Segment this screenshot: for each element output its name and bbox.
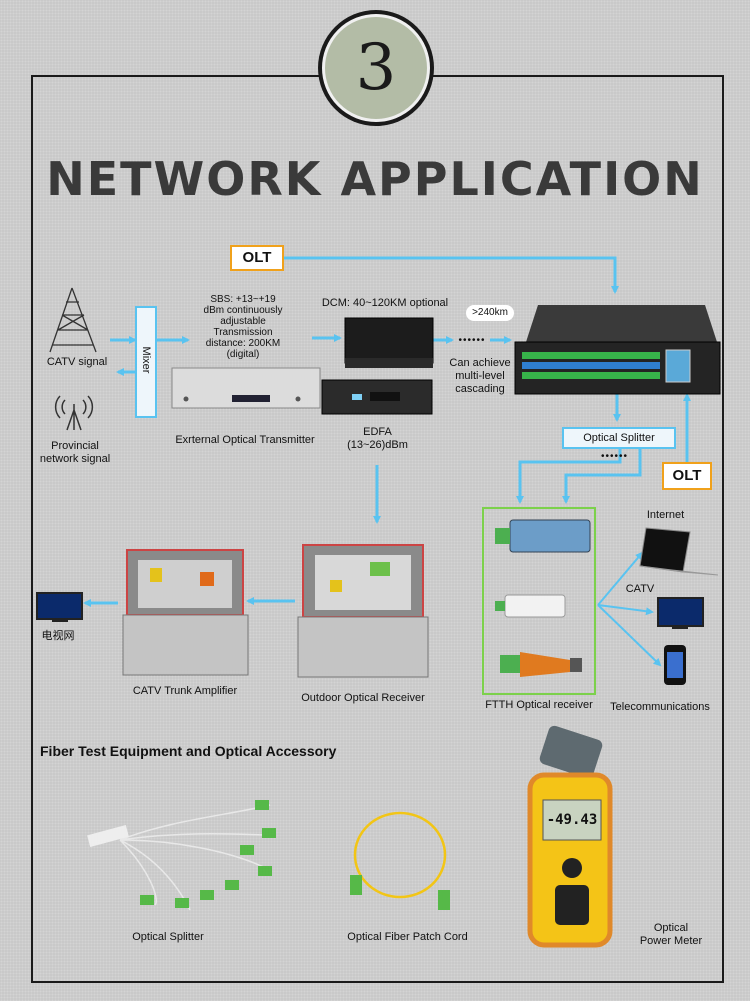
cascading-label: Can achieve multi-level cascading [449, 357, 511, 395]
patch-cord-connector-left [350, 875, 362, 895]
tv-icon-right [657, 597, 704, 629]
laptop-icon [639, 527, 719, 576]
tv-icon-left [36, 592, 83, 622]
optical-transmitter-device [171, 367, 321, 409]
edfa-device [321, 379, 433, 415]
power-meter-reading: -49.43 [546, 812, 598, 828]
olt-top-label: OLT [230, 245, 284, 271]
mixer-box: Mixer [135, 306, 157, 418]
optical-splitter-box: Optical Splitter [562, 427, 676, 449]
catv-tower-icon [49, 287, 97, 353]
catv-label: CATV [625, 583, 655, 595]
optical-power-meter-item [527, 725, 613, 948]
section-number-badge: 3 [318, 10, 434, 126]
optical-splitter-box-label: Optical Splitter [583, 432, 655, 444]
mixer-label: Mixer [140, 346, 152, 374]
catv-trunk-amplifier-device [122, 549, 249, 676]
patch-cord-connector-right [438, 890, 450, 910]
provincial-signal-label: Provincial network signal [39, 440, 111, 465]
arrow-olt-to-rack [278, 256, 619, 294]
olt-rack-device [514, 305, 721, 395]
fiber-accessory-heading: Fiber Test Equipment and Optical Accesso… [40, 743, 337, 759]
distance-240km-bubble: >240km [466, 305, 514, 321]
arrow-splitter-to-ftth-a [516, 445, 622, 504]
splitter-body [87, 825, 129, 847]
patch-cord-item [353, 811, 447, 899]
ftth-mini-receiver-device [495, 594, 566, 618]
section-number: 3 [322, 14, 430, 122]
antenna-icon [54, 395, 94, 431]
dcm-label: DCM: 40~120KM optional [321, 297, 449, 309]
tv-network-label: 电视网 [41, 630, 75, 642]
olt-right-label: OLT [662, 462, 712, 490]
optical-splitter-item [119, 804, 271, 911]
ftth-receiver-device [495, 519, 591, 553]
sbs-spec-label: SBS: +13~+19 dBm continuously adjustable… [203, 294, 283, 360]
phone-icon [664, 645, 686, 685]
internet-label: Internet [646, 509, 685, 521]
splitter-connectors [140, 800, 276, 908]
page-title: NETWORK APPLICATION [46, 152, 704, 206]
ftth-receiver-label: FTTH Optical receiver [485, 699, 593, 711]
cascade-dots: •••••• [458, 335, 486, 346]
optical-splitter-item-label: Optical Splitter [132, 931, 204, 943]
power-meter-label: Optical Power Meter [639, 922, 703, 947]
patch-cord-label: Optical Fiber Patch Cord [347, 931, 468, 943]
arrow-splitter-to-ftth-b [562, 445, 642, 504]
catv-signal-label: CATV signal [46, 356, 108, 368]
edfa-label: EDFA (13~26)dBm [347, 426, 408, 451]
transmitter-label: Exrternal Optical Transmitter [175, 434, 315, 446]
dcm-device [344, 317, 434, 368]
trunk-amplifier-label: CATV Trunk Amplifier [132, 685, 238, 697]
ftth-group-box [482, 507, 596, 695]
ftth-fiber-adapter-device [500, 652, 582, 677]
outdoor-optical-receiver-device [297, 544, 429, 678]
outdoor-receiver-label: Outdoor Optical Receiver [301, 692, 425, 704]
telecom-label: Telecommunications [610, 701, 710, 713]
splitter-dots: •••••• [600, 451, 628, 462]
